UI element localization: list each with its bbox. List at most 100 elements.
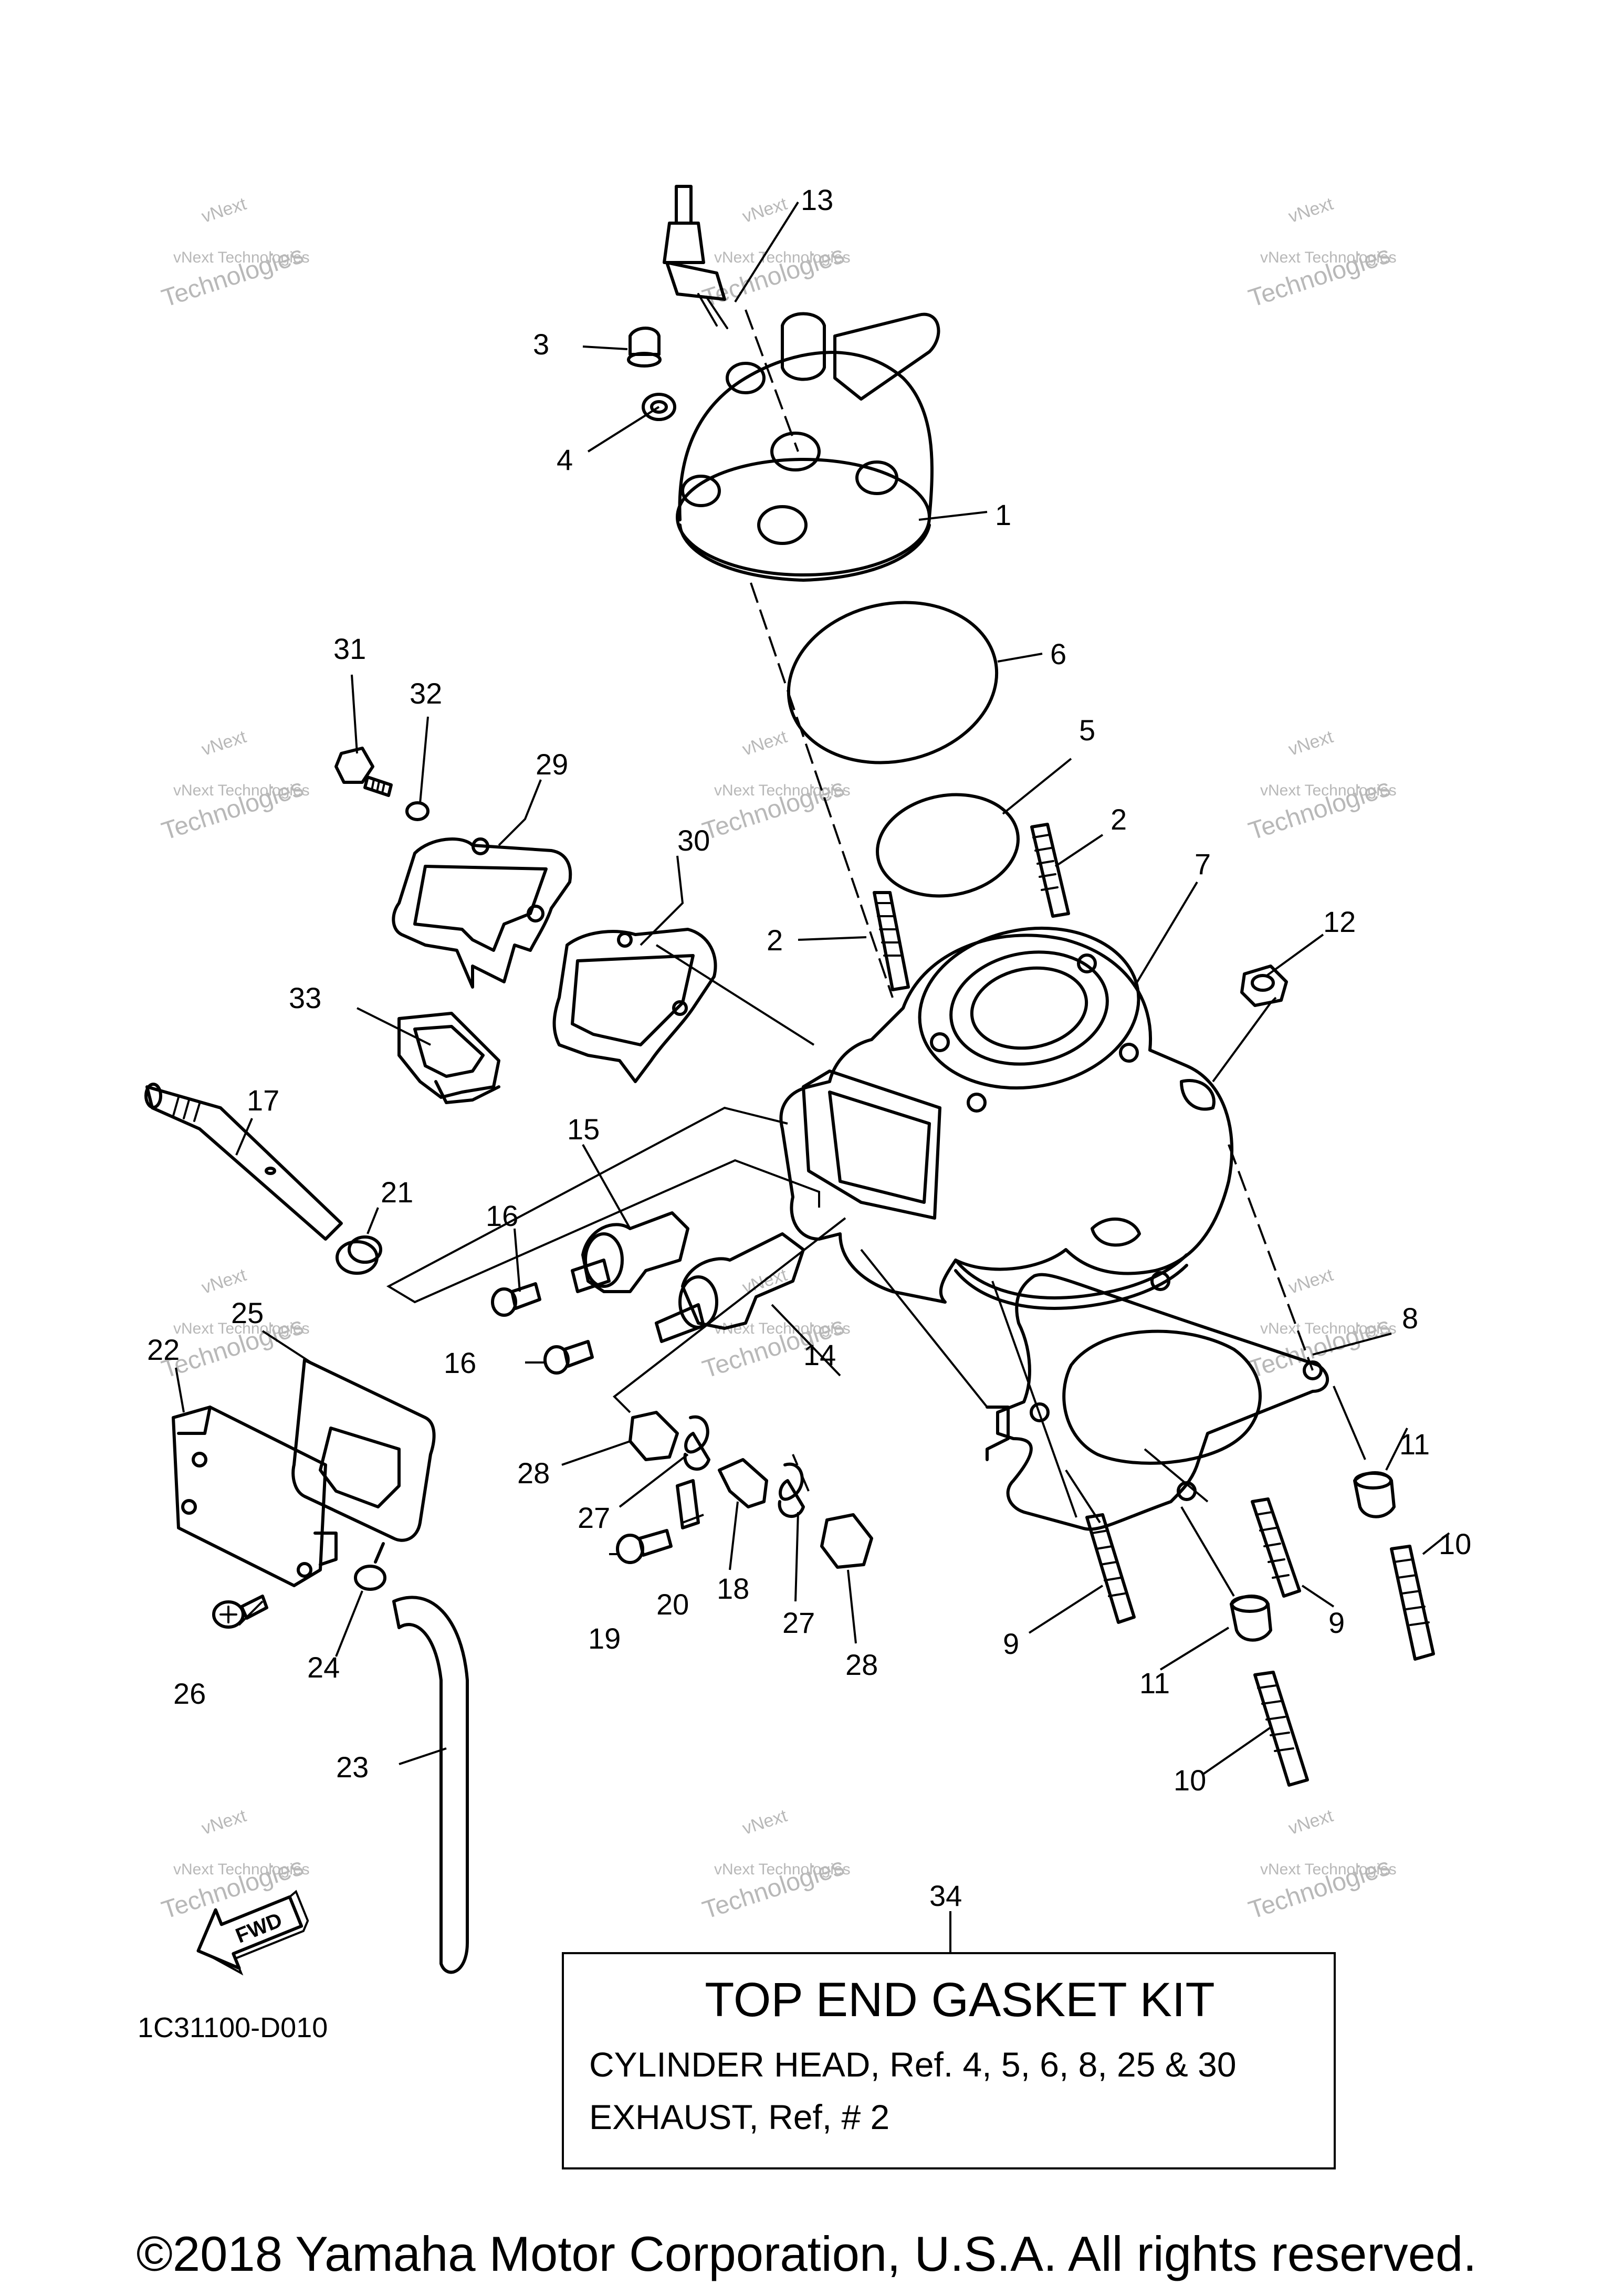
callout-label: 8 <box>1402 1302 1418 1335</box>
callout-label: 31 <box>333 632 366 665</box>
copyright-notice: ©2018 Yamaha Motor Corporation, U.S.A. A… <box>137 2226 1477 2281</box>
callout-label: 27 <box>782 1606 815 1639</box>
lever-18 <box>718 1458 768 1508</box>
callout-label: 12 <box>1323 905 1356 938</box>
watermark-group: vNext vNext Technologies Technologies vN… <box>159 194 1397 1925</box>
o-ring-6 <box>787 601 999 764</box>
callout-label: 15 <box>567 1113 600 1146</box>
screw-19 <box>616 1529 673 1564</box>
valve-14 <box>655 1232 805 1343</box>
stud-10 <box>1253 1671 1309 1787</box>
stud-2 <box>1030 823 1070 918</box>
bushing-28 <box>820 1513 873 1569</box>
callout-label: 25 <box>231 1296 264 1329</box>
callout-label: 10 <box>1174 1764 1206 1797</box>
screw-16 <box>543 1340 594 1375</box>
watermark-line: vNext <box>740 727 790 760</box>
watermark-line: vNext <box>1286 194 1336 227</box>
dowel-11 <box>1353 1471 1396 1518</box>
kit-line-exhaust: EXHAUST, Ref, # 2 <box>589 2098 889 2136</box>
spark-plug <box>663 185 728 329</box>
watermark-line: vNext <box>740 1806 790 1839</box>
bolt-31 <box>334 747 393 797</box>
callout-label: 2 <box>767 924 783 957</box>
callout-label: 29 <box>536 748 568 781</box>
callout-label: 19 <box>588 1622 621 1655</box>
spring-27 <box>778 1462 805 1518</box>
bushing-28 <box>629 1411 679 1461</box>
nut-12 <box>1240 964 1288 1007</box>
watermark: vNext vNext Technologies Technologies <box>699 727 851 846</box>
callout-label: 13 <box>801 183 833 216</box>
watermark-line: vNext Technologies <box>1260 1861 1397 1878</box>
callout-label: 28 <box>517 1456 550 1490</box>
screw-26 <box>212 1595 268 1629</box>
cylinder-head <box>676 312 940 582</box>
watermark-line: vNext <box>740 194 790 227</box>
callout-label: 22 <box>147 1333 180 1366</box>
stud-9 <box>1251 1497 1301 1598</box>
diagram-code: 1C31100-D010 <box>138 2012 328 2043</box>
callout-label: 11 <box>1399 1428 1430 1461</box>
bolt-3 <box>627 327 662 368</box>
callout-label: 27 <box>578 1501 610 1534</box>
cover-29 <box>392 837 572 989</box>
watermark-line: vNext <box>1286 727 1336 760</box>
watermark-line: vNext <box>199 727 249 760</box>
kit-line-cylinder-head: CYLINDER HEAD, Ref. 4, 5, 6, 8, 25 & 30 <box>589 2045 1237 2084</box>
plate-20 <box>676 1479 700 1529</box>
watermark-line: vNext Technologies <box>173 782 310 799</box>
callout-label: 17 <box>247 1084 279 1117</box>
cover-plate-22 <box>172 1406 338 1587</box>
callout-label: 14 <box>803 1338 836 1371</box>
watermark: vNext vNext Technologies Technologies <box>159 727 310 846</box>
watermark-line: vNext Technologies <box>714 1320 851 1337</box>
valve-holder-15 <box>571 1211 689 1293</box>
watermark-line: vNext Technologies <box>714 1861 851 1878</box>
callout-label: 30 <box>677 824 710 857</box>
hose-23 <box>392 1596 469 1974</box>
watermark-line: vNext Technologies <box>714 249 851 266</box>
clamp-24 <box>354 1542 386 1591</box>
callout-label: 20 <box>656 1588 689 1621</box>
screw-16 <box>491 1282 541 1317</box>
watermark-line: vNext Technologies <box>1260 249 1397 266</box>
washer-4 <box>642 393 676 421</box>
watermark-line: vNext Technologies <box>1260 1320 1397 1337</box>
watermark: vNext vNext Technologies Technologies <box>1245 1806 1397 1925</box>
gasket-kit-box: TOP END GASKET KIT CYLINDER HEAD, Ref. 4… <box>562 1952 1336 2169</box>
watermark-line: vNext <box>1286 1806 1336 1839</box>
spring-27 <box>683 1415 710 1471</box>
callout-label: 5 <box>1079 714 1095 747</box>
callout-label: 9 <box>1328 1606 1345 1639</box>
callout-label: 6 <box>1050 637 1066 670</box>
watermark-line: vNext Technologies <box>173 1320 310 1337</box>
shaft-17 <box>144 1083 343 1241</box>
callout-label: 1 <box>995 498 1011 531</box>
callout-label: 7 <box>1195 847 1211 880</box>
callout-label: 18 <box>717 1572 749 1605</box>
watermark: vNext vNext Technologies Technologies <box>699 1806 851 1925</box>
watermark-line: vNext Technologies <box>173 249 310 266</box>
callout-label: 2 <box>1111 803 1127 836</box>
dowel-11 <box>1230 1595 1272 1642</box>
callout-label: 21 <box>381 1176 413 1209</box>
stud-9 <box>1085 1513 1136 1624</box>
callout-label: 24 <box>307 1651 340 1684</box>
bushing-21 <box>336 1235 382 1275</box>
callout-label: 9 <box>1003 1627 1019 1660</box>
callout-label: 10 <box>1439 1527 1471 1560</box>
watermark-line: vNext <box>1286 1265 1336 1298</box>
watermark-line: vNext <box>199 1265 249 1298</box>
watermark-line: vNext Technologies <box>714 782 851 799</box>
leader-lines <box>175 201 1450 1953</box>
watermark-line: vNext Technologies <box>1260 782 1397 799</box>
cover-33 <box>397 1012 500 1104</box>
callout-label: 28 <box>845 1648 878 1681</box>
watermark-line: vNext Technologies <box>173 1861 310 1878</box>
callout-label: 33 <box>289 981 321 1014</box>
washer-32 <box>405 801 430 821</box>
stud-10 <box>1390 1545 1435 1661</box>
watermark-line: vNext <box>199 194 249 227</box>
